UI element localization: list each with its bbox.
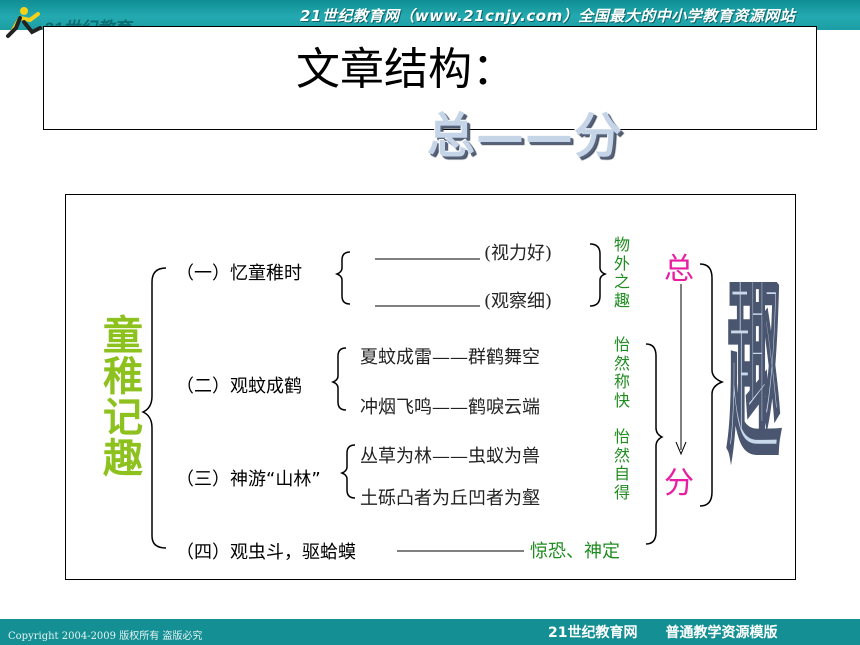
- feeling-4: 惊恐、神定: [530, 541, 620, 562]
- runner-icon: [6, 7, 42, 38]
- footer-brand: 21世纪教育网 普通教学资源模版: [548, 625, 778, 641]
- copyright-text: Copyright 2004-2009 版权所有 盗版必究: [8, 631, 203, 642]
- title-box: [43, 26, 817, 130]
- feeling-brace-1: [589, 243, 608, 307]
- section-brace-3: [339, 444, 356, 499]
- section-2-item-2: 冲烟飞鸣——鹤唳云端: [360, 397, 540, 418]
- feeling-brace-2: [645, 343, 664, 545]
- section-brace-1: [334, 251, 351, 305]
- section-1-item-1: (视力好): [484, 243, 553, 264]
- section-3-item-2: 土砾凸者为丘凹者为壑: [360, 488, 540, 509]
- section-label-4: （四）观虫斗，驱蛤蟆: [176, 542, 356, 563]
- page-title: 文章结构：: [296, 44, 516, 95]
- structure-subtitle: 总——分: [427, 108, 624, 164]
- theme-character: 趣: [726, 282, 782, 472]
- header-bar: [0, 0, 860, 30]
- section-label-2: （二）观蚊成鹤: [176, 376, 302, 397]
- feeling-1: 物外之趣: [613, 235, 630, 310]
- section-label-3: （三）神游“山林”: [176, 469, 321, 490]
- specific-label: 分: [664, 466, 694, 501]
- theme-brace: [699, 263, 725, 507]
- general-label: 总: [664, 252, 694, 287]
- footer-bar: [0, 619, 860, 645]
- feeling-2: 怡然称快: [613, 335, 630, 410]
- theme-text: 趣: [727, 282, 781, 472]
- site-banner: 21世纪教育网（www.21cnjy.com）全国最大的中小学教育资源网站: [300, 7, 796, 25]
- diagram-frame: [65, 194, 796, 580]
- section-brace-2: [330, 347, 347, 411]
- main-brace: [141, 267, 167, 549]
- section-label-1: （一）忆童稚时: [176, 263, 302, 284]
- feeling-3: 怡然自得: [613, 427, 630, 502]
- section-1-item-2: (观察细): [484, 291, 553, 312]
- arrow-head-icon: [675, 441, 687, 456]
- main-topic: 童稚记趣: [103, 313, 143, 482]
- section-3-item-1: 丛草为林——虫蚁为兽: [360, 446, 540, 467]
- section-2-item-1: 夏蚊成雷——群鹤舞空: [360, 347, 540, 368]
